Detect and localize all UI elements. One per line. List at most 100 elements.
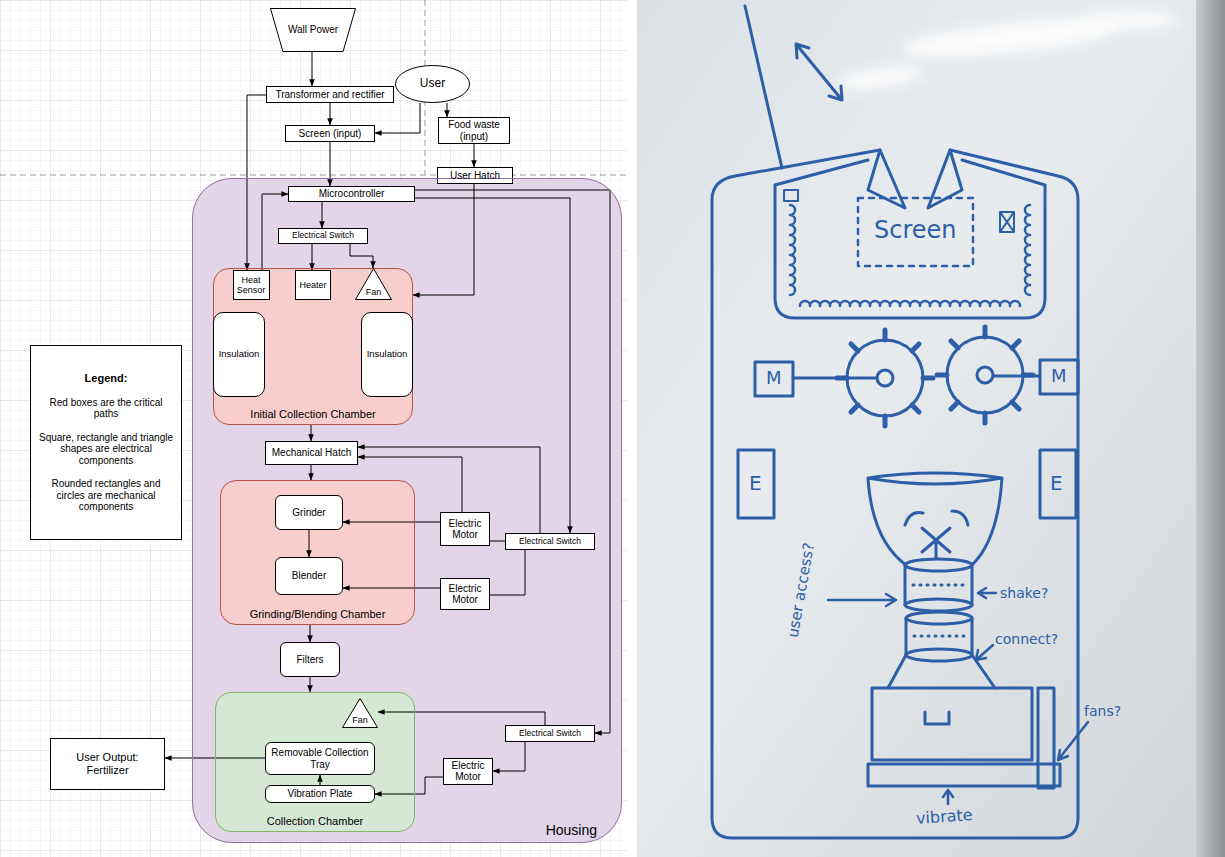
insulation-block: Insulation bbox=[361, 312, 413, 397]
power-source bbox=[271, 9, 356, 52]
motor-shaft bbox=[793, 376, 1040, 378]
tray-box: Removable Collection Tray bbox=[265, 742, 375, 775]
node-label: Blender bbox=[292, 570, 326, 582]
insulation-block: Insulation bbox=[213, 312, 265, 397]
motor-box: Electric Motor bbox=[443, 758, 493, 785]
filter-cylinder bbox=[905, 559, 972, 611]
connector-arrow bbox=[490, 550, 525, 595]
pointer-arrow bbox=[1058, 722, 1088, 760]
legend-text: Rounded rectangles and circles are mecha… bbox=[39, 478, 173, 513]
input-box: Screen (input) bbox=[285, 125, 375, 142]
electronics-letter: E bbox=[1050, 471, 1063, 495]
filter-cylinder bbox=[905, 599, 972, 611]
node-label: Electric Motor bbox=[444, 583, 486, 606]
node-label: Transformer and rectifier bbox=[275, 89, 384, 101]
inner-chamber bbox=[775, 160, 1045, 318]
connector-arrow bbox=[330, 103, 331, 125]
filter-box: Filters bbox=[280, 642, 340, 677]
fan-triangle: Fan bbox=[342, 698, 378, 728]
sketch-note: fans? bbox=[1084, 703, 1121, 719]
electronics-letter: E bbox=[749, 471, 762, 495]
region-title: Housing bbox=[546, 822, 597, 838]
sketch-note: vibrate bbox=[915, 805, 973, 828]
legend-text: Square, rectangle and triangle shapes ar… bbox=[39, 432, 173, 467]
switch-box: Electrical Switch bbox=[505, 533, 595, 550]
connector-arrow bbox=[415, 190, 610, 733]
connector-arrow bbox=[447, 103, 448, 117]
legend-title: Legend: bbox=[85, 372, 128, 385]
filter-cylinder bbox=[905, 559, 972, 571]
filter-cylinder bbox=[914, 635, 965, 638]
power-source: Wall Power bbox=[270, 8, 356, 52]
connector-arrow bbox=[490, 541, 505, 542]
connector-arrow bbox=[322, 202, 323, 228]
motor-box bbox=[1040, 360, 1078, 394]
node-label: Electrical Switch bbox=[519, 729, 581, 739]
page-break-line bbox=[0, 0, 627, 175]
node-label: Food waste (input) bbox=[442, 119, 506, 142]
pointer-arrow bbox=[828, 594, 896, 606]
node-label: Mechanical Hatch bbox=[272, 447, 351, 459]
hopper-flap bbox=[868, 150, 962, 208]
motor-letter: M bbox=[1051, 365, 1067, 386]
connector-arrow bbox=[415, 198, 570, 533]
label-holder: M bbox=[1051, 366, 1067, 387]
connector-arrow bbox=[310, 625, 311, 642]
switch-box: Electrical Switch bbox=[505, 725, 595, 742]
connector-arrow bbox=[312, 52, 313, 86]
node-label: Electrical Switch bbox=[519, 537, 581, 547]
motor-box: Electric Motor bbox=[440, 578, 490, 610]
connector-arrow bbox=[413, 184, 474, 295]
node-label: User bbox=[420, 77, 445, 91]
lid-arrow bbox=[796, 44, 842, 100]
heating-coil bbox=[790, 205, 795, 295]
connector-arrow bbox=[247, 95, 266, 270]
filter-cylinder bbox=[906, 612, 972, 661]
hatch-box: Mechanical Hatch bbox=[265, 441, 358, 465]
connector-arrow bbox=[311, 425, 312, 441]
node-label: Electric Motor bbox=[447, 760, 489, 783]
sensor-box bbox=[784, 190, 798, 201]
filter-cylinder bbox=[913, 584, 965, 587]
heating-coil bbox=[800, 301, 1020, 306]
gear-symbol bbox=[877, 370, 893, 386]
motor-box bbox=[755, 362, 793, 396]
light-reflection bbox=[1080, 12, 1180, 28]
controller-box: Microcontroller bbox=[288, 186, 415, 202]
collection-drawer bbox=[872, 688, 1032, 760]
plate-box: Vibration Plate bbox=[265, 785, 375, 803]
connector-arrow bbox=[350, 244, 373, 268]
housing-outline bbox=[712, 150, 1078, 838]
connector-arrow bbox=[312, 244, 313, 270]
connector-arrow bbox=[474, 144, 475, 167]
fan-triangle bbox=[343, 699, 378, 728]
node-label: Heat Sensor bbox=[237, 275, 266, 296]
node-label: Electrical Switch bbox=[292, 231, 354, 241]
node-label: User Hatch bbox=[450, 170, 500, 182]
node-label: Insulation bbox=[367, 349, 408, 360]
label-holder: connect? bbox=[995, 630, 1058, 648]
label-holder: fans? bbox=[1084, 702, 1121, 720]
pointer-arrow bbox=[943, 790, 953, 804]
heating-coil bbox=[1025, 205, 1030, 295]
label-holder: E bbox=[749, 472, 762, 495]
label-holder: user access? bbox=[784, 541, 819, 639]
node-label: Vibration Plate bbox=[288, 788, 353, 800]
grinder-box: Grinder bbox=[275, 495, 343, 530]
label-holder: M bbox=[766, 368, 782, 389]
region-title: Collection Chamber bbox=[267, 815, 364, 828]
filter-cylinder bbox=[906, 649, 972, 661]
pointer-arrow bbox=[976, 645, 993, 660]
label-holder: Screen bbox=[874, 217, 957, 245]
legend-box: Legend:Red boxes are the critical pathsS… bbox=[30, 345, 182, 540]
whiteboard-photo bbox=[637, 0, 1225, 857]
screen-outline bbox=[858, 198, 973, 266]
chamber-region bbox=[220, 480, 415, 625]
gear-symbol bbox=[977, 367, 993, 383]
sketch-note: connect? bbox=[995, 631, 1058, 647]
chamber-region: Collection Chamber FanRemovable Collectio… bbox=[215, 692, 415, 832]
